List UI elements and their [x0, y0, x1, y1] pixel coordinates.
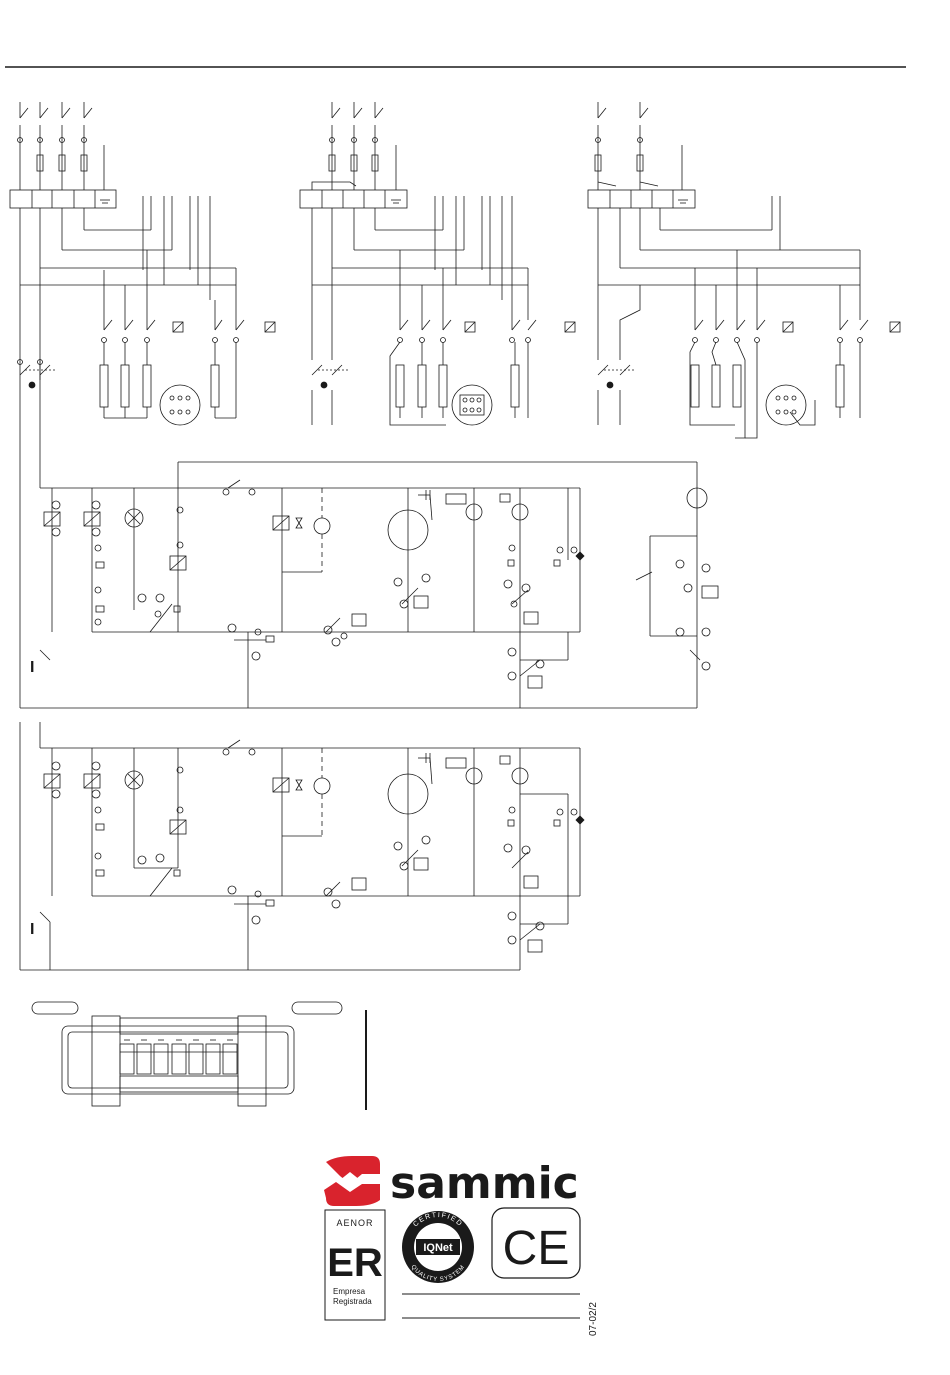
aenor-title: AENOR [336, 1218, 373, 1228]
power-diagram-right [588, 102, 900, 438]
iqnet-center: IQNet [423, 1242, 453, 1254]
ce-text: CE [503, 1222, 570, 1275]
ce-mark: CE [492, 1208, 580, 1278]
switch-label-lower: I [30, 921, 34, 938]
switch-label-upper: I [30, 659, 34, 676]
terminal-blocks [120, 1040, 237, 1074]
brand-wordmark: sammic [390, 1158, 579, 1209]
control-circuit-lower [20, 722, 584, 970]
terminal-block [588, 190, 695, 208]
document-code: 07-02/2 [588, 1302, 599, 1336]
terminal-block [300, 190, 407, 208]
aenor-caption-1: Empresa [333, 1287, 366, 1296]
supply-switches [18, 102, 105, 190]
aenor-logo: AENOR ER Empresa Registrada [325, 1210, 385, 1320]
aenor-caption-2: Registrada [333, 1297, 372, 1306]
iqnet-logo: IQNet CERTIFIED QUALITY SYSTEM [402, 1211, 474, 1283]
sammic-logo: sammic [324, 1156, 579, 1209]
terminal-strip-detail [32, 1002, 366, 1110]
aenor-mark: ER [327, 1241, 383, 1285]
control-circuit-upper [20, 425, 718, 708]
power-diagram-middle [300, 102, 575, 425]
sammic-emblem-icon [324, 1156, 380, 1206]
terminal-block [10, 190, 116, 208]
power-diagram-left [10, 102, 275, 470]
